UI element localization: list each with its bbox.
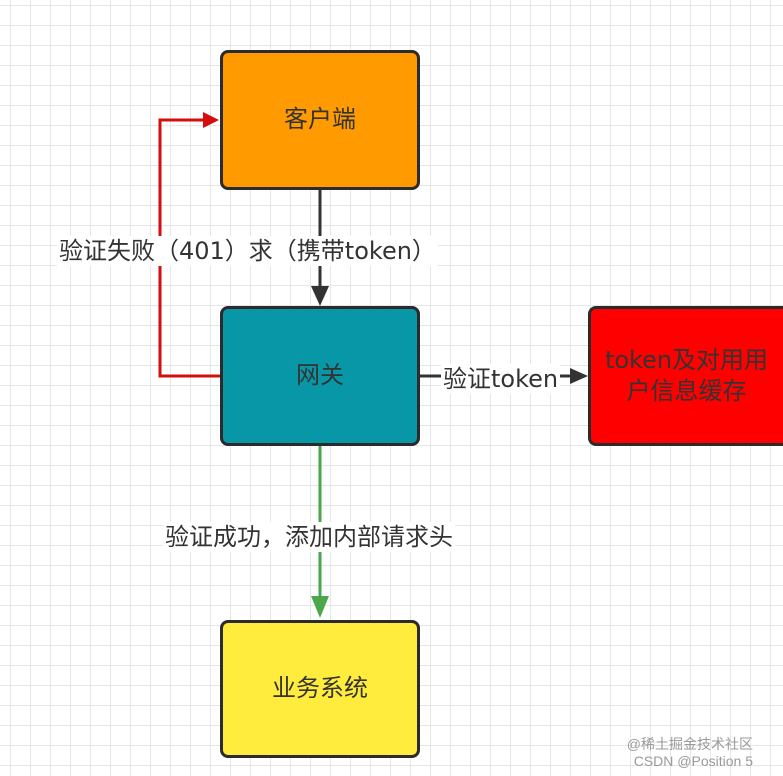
success-edge-label: 验证成功，添加内部请求头 bbox=[163, 522, 455, 552]
token-cache-label: token及对用用户信息缓存 bbox=[604, 345, 769, 405]
request-arrowhead bbox=[311, 286, 329, 306]
request-edge-label: 验证失败（401）求（携带token） bbox=[57, 236, 438, 266]
client-label: 客户端 bbox=[284, 105, 356, 134]
failure-arrowhead bbox=[203, 112, 219, 128]
verify-edge-label: 验证token bbox=[441, 364, 561, 394]
token-cache-node: token及对用用户信息缓存 bbox=[588, 306, 783, 446]
gateway-label: 网关 bbox=[296, 361, 344, 390]
client-node: 客户端 bbox=[220, 50, 420, 190]
business-system-node: 业务系统 bbox=[220, 620, 420, 758]
watermark-juejin: @稀土掘金技术社区 bbox=[626, 736, 753, 752]
watermark-csdn: CSDN @Position 5 bbox=[633, 753, 753, 769]
gateway-node: 网关 bbox=[220, 306, 420, 446]
business-system-label: 业务系统 bbox=[272, 674, 368, 703]
verify-arrowhead bbox=[570, 368, 588, 384]
success-arrowhead bbox=[311, 596, 329, 618]
